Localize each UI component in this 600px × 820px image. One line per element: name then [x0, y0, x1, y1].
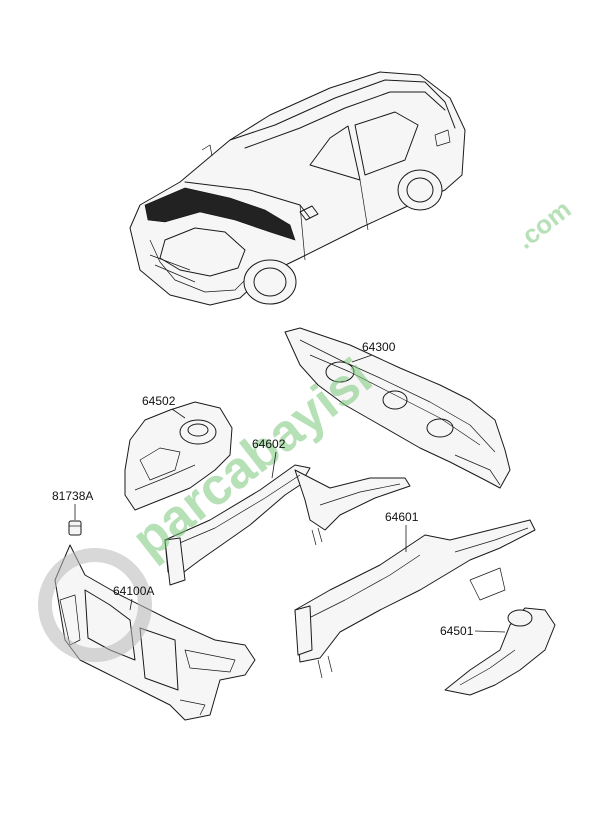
part-dash-panel: [284, 327, 511, 489]
part-hood-latch-clip: [68, 520, 82, 536]
label-64100A: 64100A: [113, 584, 154, 598]
part-side-member-lh: [164, 464, 411, 586]
leader-64602: [271, 451, 277, 479]
part-front-panel: [54, 544, 256, 721]
leader-64300: [351, 354, 373, 363]
part-inner-fender-lh: [124, 401, 233, 511]
label-64601: 64601: [385, 510, 419, 524]
part-inner-fender-rh: [444, 607, 556, 696]
part-side-member-rh: [294, 519, 536, 679]
leader-64502: [171, 408, 186, 419]
label-64502: 64502: [142, 394, 176, 408]
label-64501: 64501: [440, 624, 474, 638]
watermark-suffix-text: .com: [510, 194, 576, 255]
leader-64100A: [129, 598, 133, 611]
label-64300: 64300: [362, 340, 396, 354]
watermark-logo-icon: [38, 548, 152, 662]
label-64602: 64602: [252, 437, 286, 451]
label-81738A: 81738A: [52, 489, 93, 503]
part-labels: 64300 64502 64602 81738A 64601 64100A 64…: [52, 340, 506, 638]
vehicle-illustration: [129, 71, 466, 306]
leader-64501: [474, 630, 506, 633]
